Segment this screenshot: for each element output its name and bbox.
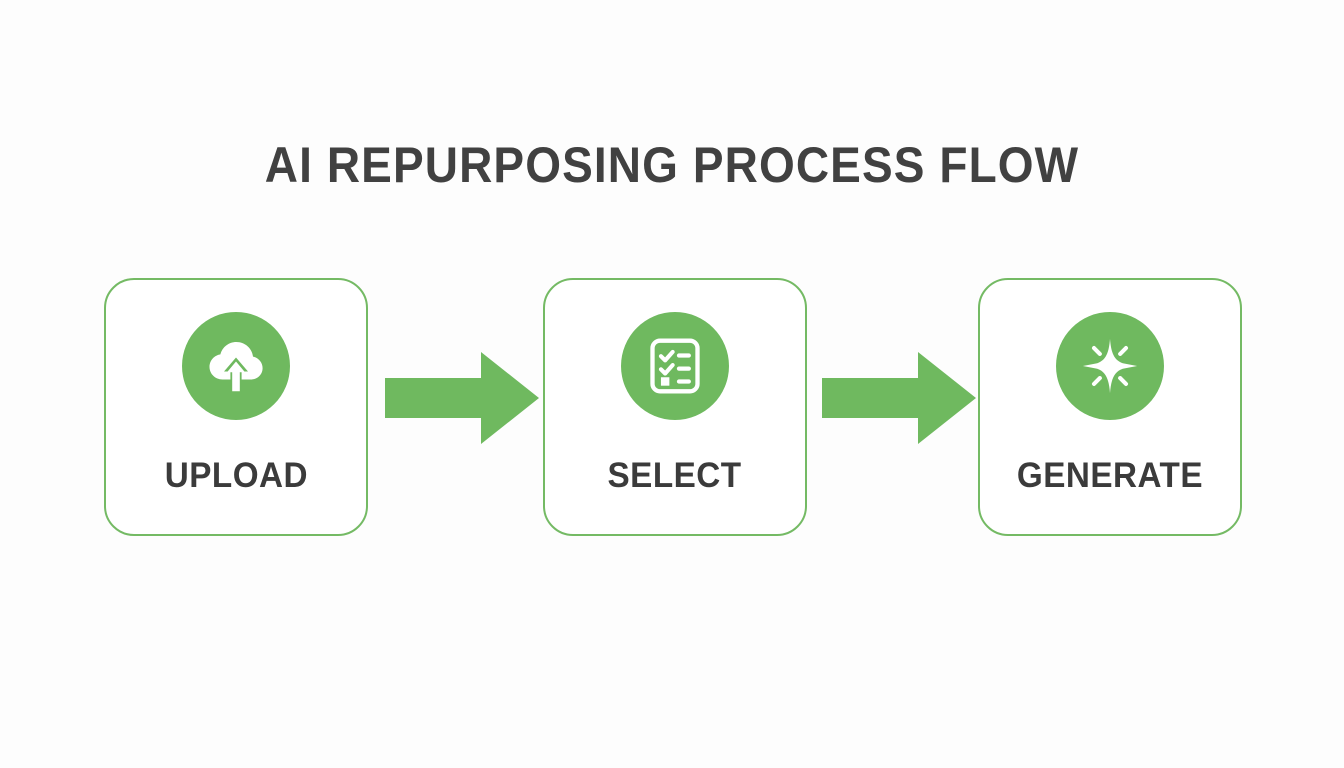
cloud-upload-icon xyxy=(204,334,268,398)
sparkle-star-icon xyxy=(1079,335,1141,397)
page-title: AI REPURPOSING PROCESS FLOW xyxy=(264,137,1080,193)
arrow-right-icon-1 xyxy=(385,350,539,446)
flow-step-generate[interactable]: GENERATE xyxy=(978,278,1242,536)
checklist-clipboard-icon xyxy=(645,336,705,396)
process-flow-row: UPLOAD xyxy=(104,278,1246,538)
flow-step-label: SELECT xyxy=(607,456,743,495)
select-icon-badge xyxy=(621,312,729,420)
arrow-right-icon-2 xyxy=(822,350,976,446)
flow-step-upload[interactable]: UPLOAD xyxy=(104,278,368,536)
upload-icon-badge xyxy=(182,312,290,420)
flow-step-label: GENERATE xyxy=(1016,456,1204,495)
flow-step-select[interactable]: SELECT xyxy=(543,278,807,536)
flow-step-label: UPLOAD xyxy=(164,456,308,495)
generate-icon-badge xyxy=(1056,312,1164,420)
